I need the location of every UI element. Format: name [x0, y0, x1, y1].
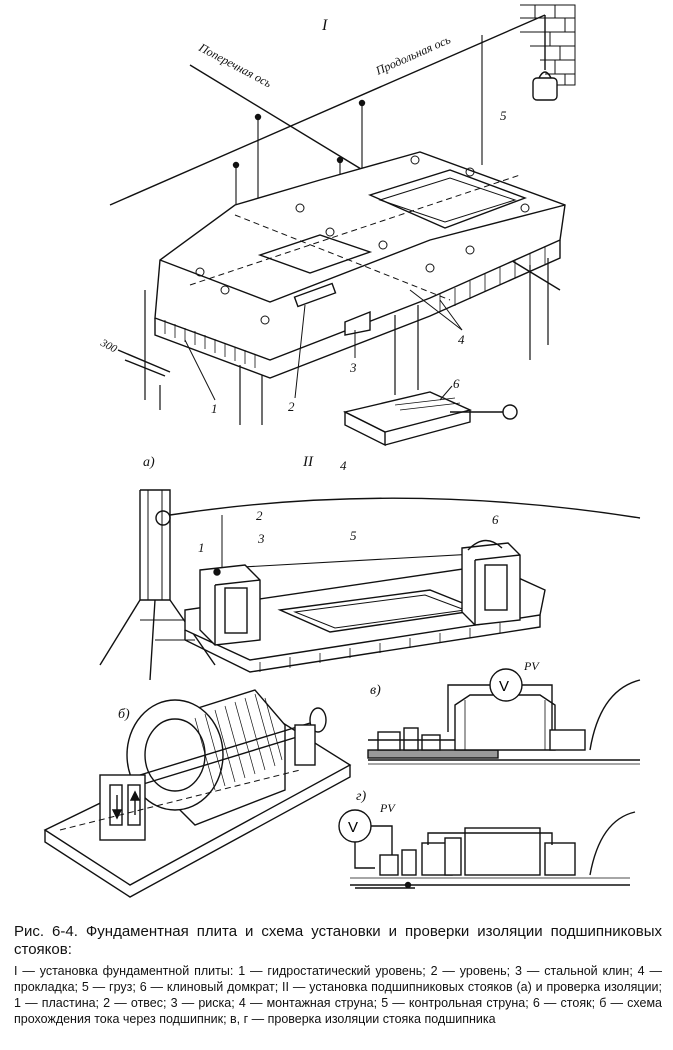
section-I-label: I [321, 17, 328, 34]
fig-b-label: б) [118, 707, 130, 722]
insulation-check-g [338, 809, 636, 889]
brick-wall [520, 4, 576, 86]
weight-icon [532, 15, 558, 101]
label-2-mid: 2 [256, 508, 263, 523]
technical-drawing: I Поперечная ось Продольная ось 5 300 1 … [43, 4, 641, 898]
figure-caption: Рис. 6-4. Фундаментная плита и схема уст… [14, 923, 662, 1027]
label-6-mid: 6 [492, 512, 499, 527]
label-3-top: 3 [349, 360, 357, 375]
volt-symbol-g: V [348, 819, 358, 836]
label-4-mid: 4 [340, 458, 347, 473]
caption-legend: I — установка фундаментной плиты: 1 — ги… [14, 964, 662, 1026]
label-5-mid: 5 [350, 528, 357, 543]
dim-300-label: 300 [98, 337, 120, 356]
label-1-top: 1 [211, 401, 218, 416]
label-6-top: 6 [453, 376, 460, 391]
fig-a-label: а) [143, 455, 155, 470]
label-4-top: 4 [458, 332, 465, 347]
caption-title: Рис. 6-4. Фундаментная плита и схема уст… [14, 923, 662, 958]
section-II-label: II [302, 454, 314, 470]
pedestal-base-plate [184, 564, 546, 661]
fig-g-label: г) [356, 789, 366, 804]
pedestal-installation-drawing [99, 489, 641, 681]
label-1-mid: 1 [198, 540, 205, 555]
fig-v-label: в) [370, 683, 381, 698]
wedge-jack [342, 391, 518, 447]
foundation-plate-drawing [109, 4, 576, 447]
label-5-top: 5 [500, 108, 507, 123]
insulation-check-v [367, 668, 641, 765]
volt-symbol-v: V [499, 678, 509, 695]
pv-label-g: PV [379, 801, 396, 815]
transverse-axis-label: Поперечная ось [196, 40, 275, 91]
longitudinal-axis-label: Продольная ось [373, 32, 453, 78]
pedestal-right [461, 539, 521, 626]
pv-label-v: PV [523, 659, 540, 673]
longitudinal-axis-string [109, 14, 546, 206]
pedestal-left [199, 564, 261, 646]
label-2-top: 2 [288, 399, 295, 414]
current-path-drawing [43, 689, 352, 898]
label-3-mid: 3 [257, 531, 265, 546]
